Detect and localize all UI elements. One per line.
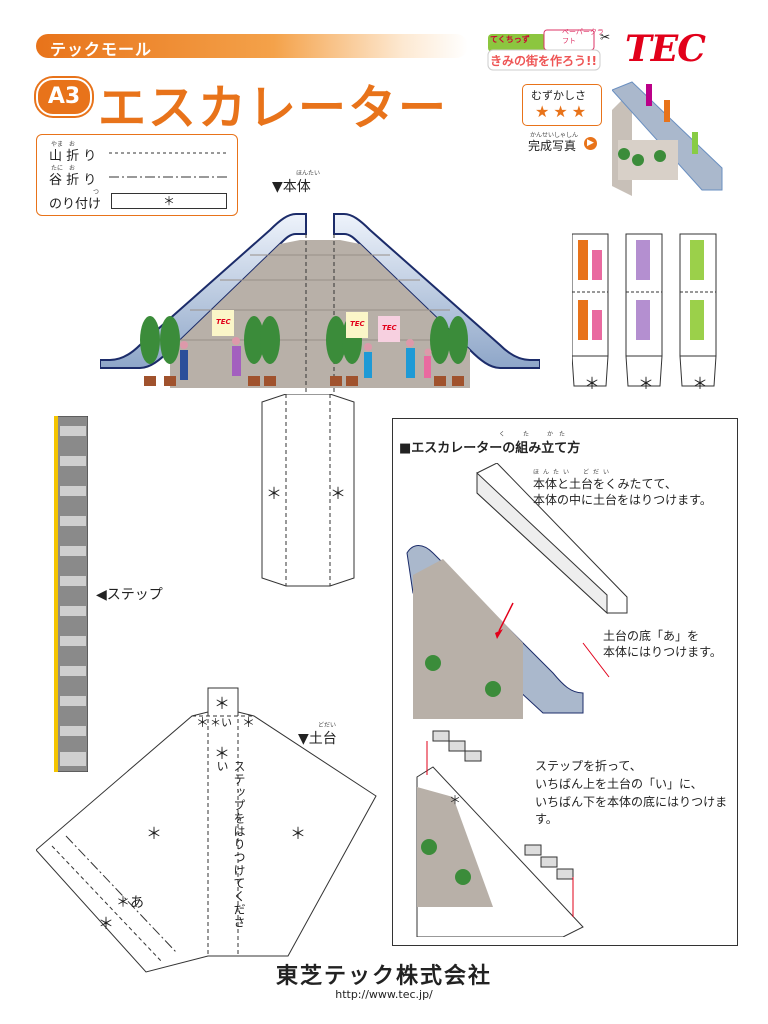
sign-1-label: TEC [216,318,231,326]
glue-mark-3: ＊ [584,374,601,393]
kit-logo-side: てくちっず [490,35,530,44]
glue-mark-7: ＊ [196,716,210,731]
instructions-heading-ruby: く た かた [499,431,572,438]
sign-3-label: TEC [382,324,397,332]
instructions-heading: ■エスカレーターの組み立て方 [399,441,581,456]
glue-mark-13: ＊ [449,793,462,807]
mountain-fold-line [109,152,229,154]
assembly-diagram-1 [406,463,628,719]
steps-strip [54,416,88,772]
kit-logo-top: ペーパークラフト [562,28,604,45]
completed-photo [612,81,723,196]
base-ruby: どだい [318,722,337,729]
legend-valley-ruby: たに お [51,165,76,172]
step1-line2: 本体の中に土台をはりつけます。 [533,493,712,507]
sign-2-label: TEC [350,320,365,328]
legend-glue-mark: ＊ [111,193,227,209]
step2-line1: 土台の底「あ」を [603,629,700,643]
series-label: テックモール [50,40,153,59]
model-code-badge: A3 [36,78,92,116]
body-ruby: ほんたい [296,170,321,177]
step3-line1: ステップを折って、 [535,759,642,773]
fold-legend: やま お 山 折 り たに お 谷 折 り つ のり付け ＊ [36,134,238,216]
glue-mark-10: ＊ [290,824,307,843]
company-url[interactable]: http://www.tec.jp/ [335,988,433,1001]
arrow-right-icon: ▶ [584,137,597,150]
page-title: エスカレーター [98,80,449,136]
glue-mark-9: ＊ [146,824,163,843]
steps-label: ◀ステップ [96,587,163,603]
step3-line3: いちばん下を本体の底にはりつけます。 [535,795,728,826]
series-banner [36,34,468,58]
base-glue-a: ＊あ [116,895,144,911]
kit-logo-main: きみの街を作ろう!! [490,54,597,68]
base-label: ▼土台 [298,731,337,747]
assembly-diagram-2 [416,730,584,937]
difficulty-stars: ★★★ [535,102,591,121]
difficulty-box: むずかしさ ★★★ [522,84,602,126]
legend-mountain-label: 山 折 り [49,149,97,164]
glue-mark-1: ＊ [266,484,283,503]
glue-mark-8: ＊ [242,716,256,731]
photo-ruby: かんせいしゃしん [530,132,579,139]
body-bottom-tab [261,394,355,587]
base-part [36,687,377,973]
glue-mark-4: ＊ [638,374,655,393]
company-name: 東芝テック株式会社 [275,964,492,989]
instructions-panel: く た かた ■エスカレーターの組み立て方 ほんたい どだい 本体と土台をくみた… [392,418,738,946]
escalator-body-part [100,213,540,400]
glue-mark-5: ＊ [692,374,709,393]
glue-mark-11: ＊ [98,914,115,933]
brand-logo: TEC [625,28,706,70]
legend-mountain-ruby: やま お [51,141,76,148]
figure-strips [572,233,717,387]
kit-logo [487,29,601,71]
photo-label: 完成写真 [528,139,577,153]
legend-valley-label: 谷 折 り [49,173,97,188]
scissors-icon: ✂ [600,30,611,44]
body-label: ▼本体 [272,179,311,195]
difficulty-label: むずかしさ [531,89,586,102]
glue-mark-2: ＊ [330,484,347,503]
glue-mark-12: ＊ [214,744,231,763]
legend-glue-label: のり付け [49,197,102,212]
legend-glue-ruby: つ [93,189,100,196]
step2-line2: 本体にはりつけます。 [603,645,722,659]
step3-line2: いちばん上を土台の「い」に、 [535,777,703,791]
valley-fold-line [109,176,229,178]
step1-line1: 本体と土台をくみたてて、 [533,477,677,491]
base-glue-i: ＊い [210,716,232,729]
step1-ruby: ほんたい どだい [533,469,614,476]
glue-mark-6: ＊ [214,694,231,713]
base-vertical-instruction: ステップをはりつけてください [215,760,246,929]
